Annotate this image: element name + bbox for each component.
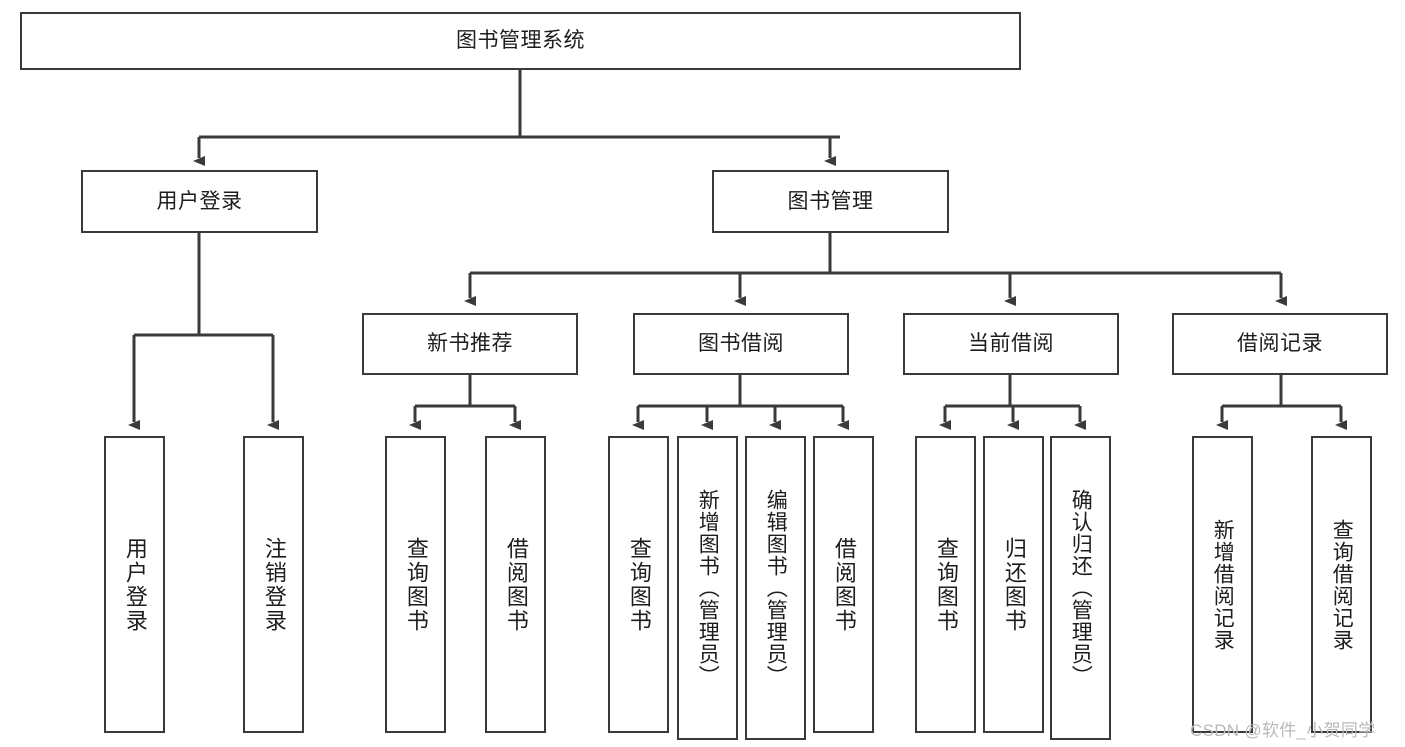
- leaf-current-confirm-return-admin[interactable]: 确认归还（管理员）: [1050, 436, 1111, 740]
- leaf-newbook-borrow-book-label: 借阅图书: [503, 536, 529, 633]
- node-user-login-label: 用户登录: [156, 189, 243, 213]
- leaf-borrow-edit-book-admin-label: 编辑图书（管理员）: [764, 489, 788, 687]
- leaf-newbook-borrow-book[interactable]: 借阅图书: [485, 436, 546, 733]
- leaf-borrow-query-book[interactable]: 查询图书: [608, 436, 669, 733]
- leaf-borrow-borrow-book[interactable]: 借阅图书: [813, 436, 874, 733]
- leaf-records-query-record-label: 查询借阅记录: [1330, 518, 1354, 651]
- node-book-management[interactable]: 图书管理: [712, 170, 949, 233]
- leaf-records-add-record[interactable]: 新增借阅记录: [1192, 436, 1253, 733]
- leaf-borrow-edit-book-admin[interactable]: 编辑图书（管理员）: [745, 436, 806, 740]
- node-user-login[interactable]: 用户登录: [81, 170, 318, 233]
- leaf-current-confirm-return-admin-label: 确认归还（管理员）: [1069, 489, 1093, 687]
- leaf-newbook-query-book[interactable]: 查询图书: [385, 436, 446, 733]
- node-root[interactable]: 图书管理系统: [20, 12, 1021, 70]
- node-book-management-label: 图书管理: [787, 189, 874, 213]
- leaf-current-query-book[interactable]: 查询图书: [915, 436, 976, 733]
- watermark-text: CSDN @软件_小贺同学: [1190, 721, 1376, 740]
- leaf-current-return-book-label: 归还图书: [1001, 536, 1027, 633]
- node-new-book-recommend[interactable]: 新书推荐: [362, 313, 578, 375]
- node-borrow-records-label: 借阅记录: [1237, 332, 1323, 356]
- node-book-borrow-label: 图书借阅: [698, 332, 784, 356]
- leaf-current-return-book[interactable]: 归还图书: [983, 436, 1044, 733]
- leaf-user-logout[interactable]: 注销登录: [243, 436, 304, 733]
- leaf-records-add-record-label: 新增借阅记录: [1211, 518, 1235, 651]
- leaf-borrow-add-book-admin[interactable]: 新增图书（管理员）: [677, 436, 738, 740]
- leaf-current-query-book-label: 查询图书: [933, 536, 959, 633]
- leaf-user-logout-label: 注销登录: [261, 536, 287, 633]
- leaf-borrow-add-book-admin-label: 新增图书（管理员）: [696, 489, 720, 687]
- leaf-user-login[interactable]: 用户登录: [104, 436, 165, 733]
- node-current-borrow[interactable]: 当前借阅: [903, 313, 1119, 375]
- leaf-borrow-borrow-book-label: 借阅图书: [831, 536, 857, 633]
- leaf-user-login-label: 用户登录: [122, 536, 148, 633]
- leaf-records-query-record[interactable]: 查询借阅记录: [1311, 436, 1372, 733]
- node-borrow-records[interactable]: 借阅记录: [1172, 313, 1388, 375]
- node-root-label: 图书管理系统: [456, 29, 585, 53]
- node-current-borrow-label: 当前借阅: [968, 332, 1054, 356]
- leaf-borrow-query-book-label: 查询图书: [626, 536, 652, 633]
- leaf-newbook-query-book-label: 查询图书: [403, 536, 429, 633]
- node-new-book-recommend-label: 新书推荐: [427, 332, 513, 356]
- node-book-borrow[interactable]: 图书借阅: [633, 313, 849, 375]
